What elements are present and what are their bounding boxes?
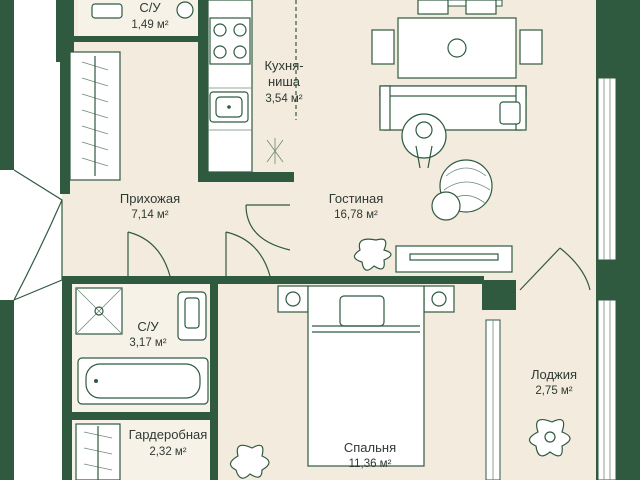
shower-icon [75, 287, 123, 335]
loggia-name: Лоджия [531, 367, 577, 382]
tv-stand [395, 245, 513, 273]
room-label-wardrobe: Гардеробная 2,32 м² [129, 427, 208, 458]
plant-bedroom-icon [229, 444, 270, 479]
stove-icon [209, 17, 251, 65]
room-label-bath: С/У 3,17 м² [129, 319, 166, 349]
bedroom-name: Спальня [344, 440, 396, 455]
bed-icon [307, 285, 425, 467]
bathtub-icon [77, 357, 209, 405]
living-name: Гостиная [329, 191, 384, 206]
doors [13, 0, 591, 301]
sink-small-icon [176, 1, 194, 19]
nightstand-right [423, 285, 455, 313]
bath-small-name: С/У [139, 0, 161, 15]
ottoman-icon [431, 159, 493, 221]
kitchen-name-line2: ниша [268, 74, 301, 89]
nightstand-left [277, 285, 309, 313]
toilet-2-icon [177, 291, 207, 341]
windows [431, 0, 617, 480]
room-label-bath-small: С/У 1,49 м² [131, 0, 168, 31]
room-label-living: Гостиная 16,78 м² [329, 191, 384, 221]
bedroom-area: 11,36 м² [349, 458, 392, 470]
fridge-symbol [266, 138, 284, 164]
bath-name: С/У [137, 319, 159, 334]
plant-loggia-icon [528, 419, 571, 457]
loggia-area: 2,75 м² [535, 385, 572, 397]
room-label-bedroom: Спальня 11,36 м² [344, 440, 396, 470]
kitchen-name-line1: Кухня- [264, 58, 303, 73]
toilet-icon [91, 3, 123, 19]
sofa-icon [379, 85, 527, 131]
hall-area: 7,14 м² [131, 209, 168, 221]
room-label-hall: Прихожая 7,14 м² [120, 191, 180, 221]
bath-area: 3,17 м² [129, 337, 166, 349]
plant-icon [353, 238, 392, 271]
wardrobe-name: Гардеробная [129, 427, 208, 442]
table-icon [371, 0, 543, 79]
bath-small-area: 1,49 м² [131, 19, 168, 31]
room-label-loggia: Лоджия 2,75 м² [531, 367, 577, 397]
room-label-kitchen: Кухня- ниша 3,54 м² [264, 58, 303, 105]
living-area: 16,78 м² [334, 209, 378, 221]
hall-name: Прихожая [120, 191, 180, 206]
hall-closet [69, 51, 121, 181]
person-chair-icon [401, 113, 447, 169]
wardrobe-area: 2,32 м² [149, 446, 186, 458]
wardrobe-closet [75, 423, 121, 480]
kitchen-area: 3,54 м² [265, 93, 302, 105]
sink-icon [209, 91, 249, 123]
